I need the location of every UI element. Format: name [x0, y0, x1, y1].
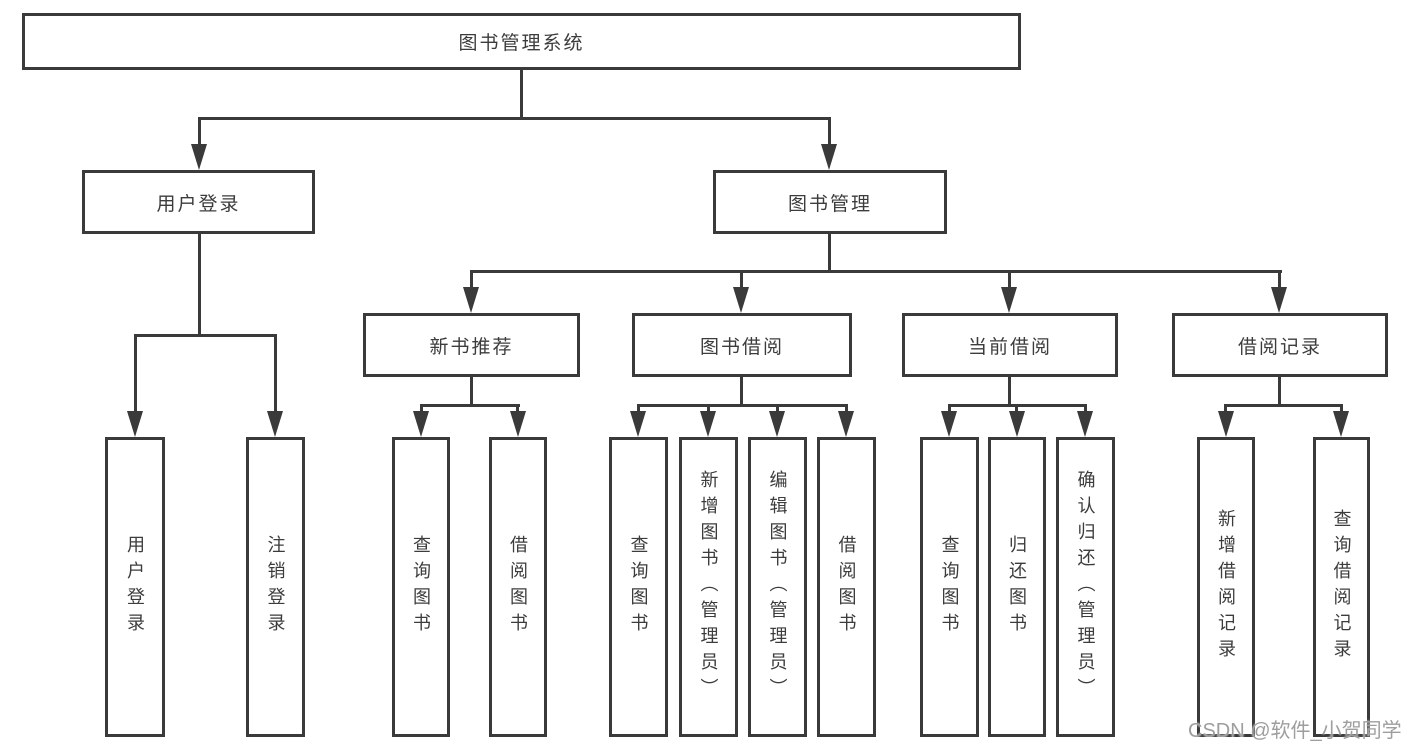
connector-borrow-record-stem: [1278, 376, 1281, 407]
node-new-book-recommend: 新书推荐: [363, 313, 580, 377]
connector-root-bus: [198, 117, 831, 120]
leaf-user-login: 用户登录: [105, 437, 165, 737]
node-root: 图书管理系统: [22, 13, 1021, 70]
arrowhead: [941, 411, 957, 437]
arrowhead-current-borrow: [1001, 287, 1017, 313]
arrowhead-leaf-logout: [267, 411, 283, 437]
leaf-return-books: 归还图书: [988, 437, 1046, 737]
connector-new-book-stem: [470, 376, 473, 407]
connector-drop: [707, 404, 710, 414]
csdn-watermark: CSDN @软件_小贺同学: [1188, 720, 1402, 742]
connector-drop: [637, 404, 640, 414]
leaf-borrow-books: 借阅图书: [817, 437, 876, 737]
connector-drop: [776, 404, 779, 414]
connector-book-management-bus: [470, 270, 1282, 273]
connector-book-borrow-bus: [637, 404, 848, 407]
connector-drop-current-borrow: [1008, 270, 1011, 290]
node-borrow-record: 借阅记录: [1172, 313, 1388, 377]
leaf-query-books-current: 查询图书: [920, 437, 979, 737]
arrowhead: [630, 411, 646, 437]
connector-user-login-stem: [198, 233, 201, 337]
leaf-logout: 注销登录: [246, 437, 305, 737]
arrowhead-book-management: [821, 144, 837, 170]
connector-drop: [516, 404, 519, 414]
arrowhead: [1009, 411, 1025, 437]
connector-drop-book-borrow: [740, 270, 743, 290]
connector-drop: [845, 404, 848, 414]
arrowhead: [700, 411, 716, 437]
leaf-add-books-admin: 新增图书（管理员）: [679, 437, 738, 737]
arrowhead-borrow-record: [1271, 287, 1287, 313]
leaf-query-books-borrow: 查询图书: [609, 437, 668, 737]
arrowhead: [838, 411, 854, 437]
connector-drop: [1340, 404, 1343, 414]
arrowhead-user-login: [191, 144, 207, 170]
connector-borrow-record-bus: [1224, 404, 1343, 407]
connector-drop: [1084, 404, 1087, 414]
leaf-add-borrow-record: 新增借阅记录: [1197, 437, 1255, 737]
arrowhead: [1333, 411, 1349, 437]
connector-root-stem: [520, 69, 523, 118]
connector-new-book-bus: [420, 404, 520, 407]
node-current-borrow: 当前借阅: [902, 313, 1118, 377]
connector-current-borrow-stem: [1008, 376, 1011, 407]
connector-user-login-bus: [134, 334, 277, 337]
connector-drop-leaf-login: [134, 334, 137, 413]
leaf-query-borrow-record: 查询借阅记录: [1313, 437, 1370, 737]
connector-book-borrow-stem: [740, 376, 743, 407]
leaf-edit-books-admin: 编辑图书（管理员）: [748, 437, 807, 737]
connector-drop: [420, 404, 423, 414]
arrowhead-new-book: [463, 287, 479, 313]
leaf-query-books-recommend: 查询图书: [392, 437, 450, 737]
connector-drop-borrow-record: [1278, 270, 1281, 290]
connector-drop-user-login: [198, 117, 201, 147]
arrowhead: [1218, 411, 1234, 437]
arrowhead-book-borrow: [733, 287, 749, 313]
connector-drop-new-book: [470, 270, 473, 290]
arrowhead: [413, 411, 429, 437]
connector-drop: [1015, 404, 1018, 414]
node-user-login: 用户登录: [82, 170, 315, 234]
connector-drop: [1224, 404, 1227, 414]
node-book-borrow: 图书借阅: [632, 313, 852, 377]
connector-drop: [948, 404, 951, 414]
connector-drop-book-management: [828, 117, 831, 147]
arrowhead: [1077, 411, 1093, 437]
arrowhead-leaf-login: [127, 411, 143, 437]
arrowhead: [769, 411, 785, 437]
leaf-confirm-return-admin: 确认归还（管理员）: [1056, 437, 1115, 737]
node-book-management: 图书管理: [713, 170, 947, 234]
leaf-borrow-books-recommend: 借阅图书: [489, 437, 547, 737]
connector-book-management-stem: [828, 233, 831, 273]
connector-drop-leaf-logout: [274, 334, 277, 413]
arrowhead: [510, 411, 526, 437]
